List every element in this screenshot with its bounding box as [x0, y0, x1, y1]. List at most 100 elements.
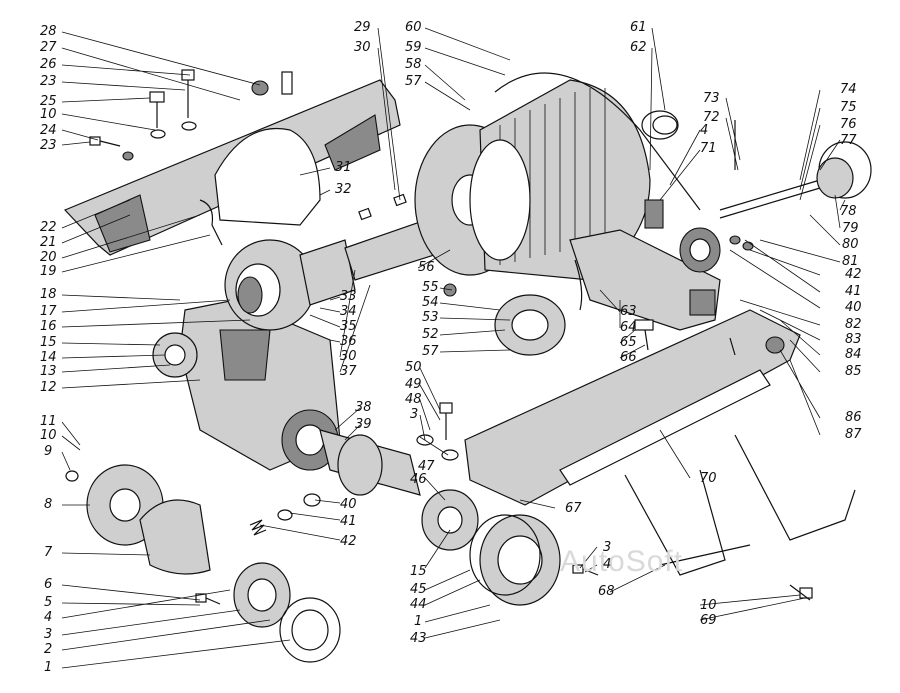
part-label: 8	[44, 497, 53, 512]
part-label: 48	[405, 392, 422, 407]
part-label: 19	[40, 264, 57, 279]
part-label: 60	[405, 20, 422, 35]
part-label: 71	[700, 141, 717, 156]
part-label: 78	[840, 204, 857, 219]
part-label: 15	[410, 564, 427, 579]
part-label: 14	[40, 350, 57, 365]
part-label: 54	[422, 295, 439, 310]
brake-drum	[86, 464, 211, 575]
part-label: 31	[335, 160, 352, 175]
leader-lines	[61, 27, 846, 669]
part-label: 79	[842, 221, 859, 236]
part-label: 74	[840, 82, 857, 97]
part-label: 57	[422, 344, 439, 359]
part-label: 55	[422, 280, 439, 295]
winch-drum	[414, 72, 701, 281]
part-label: 38	[355, 400, 372, 415]
part-label: 70	[700, 471, 717, 486]
part-label: 64	[620, 320, 637, 335]
part-label: 58	[405, 57, 422, 72]
part-label: 86	[845, 410, 862, 425]
part-label: 3	[44, 627, 53, 642]
part-label: 34	[340, 304, 357, 319]
part-label: 87	[845, 427, 862, 442]
part-label: 56	[418, 260, 435, 275]
part-label: 30	[354, 40, 371, 55]
part-label: 27	[40, 40, 57, 55]
part-label: 3	[410, 407, 419, 422]
part-label: 40	[845, 300, 862, 315]
part-label: 57	[405, 74, 422, 89]
part-label: 12	[40, 380, 57, 395]
part-label: 75	[840, 100, 857, 115]
part-label: 61	[630, 20, 647, 35]
part-label: 17	[40, 304, 57, 319]
part-label: 4	[44, 610, 53, 625]
part-label: 42	[845, 267, 862, 282]
part-label: 7	[44, 545, 53, 560]
part-label: 52	[422, 327, 439, 342]
part-label: 21	[40, 235, 57, 250]
mounting-straps	[624, 434, 856, 576]
part-label: 4	[700, 123, 709, 138]
part-label: 30	[340, 349, 357, 364]
part-label: 81	[842, 254, 859, 269]
right-small-parts	[641, 110, 872, 251]
part-label: 23	[40, 74, 57, 89]
bearing-cover	[469, 514, 561, 606]
part-label: 22	[40, 220, 57, 235]
part-label: 33	[340, 289, 357, 304]
part-label: 28	[40, 24, 57, 39]
part-label: 41	[845, 284, 862, 299]
part-label: 65	[620, 335, 637, 350]
part-label: 9	[44, 444, 53, 459]
part-label: 26	[40, 57, 57, 72]
part-label: 69	[700, 613, 717, 628]
part-label: 25	[40, 94, 57, 109]
base-frame	[464, 309, 801, 506]
part-label: 40	[340, 497, 357, 512]
part-label: 1	[44, 660, 53, 675]
part-label: 18	[40, 287, 57, 302]
part-label: 45	[410, 582, 427, 597]
part-label: 43	[410, 631, 427, 646]
part-label: 39	[355, 417, 372, 432]
clutch-coupling	[443, 283, 566, 356]
part-label: 49	[405, 377, 422, 392]
part-label: 13	[40, 364, 57, 379]
part-label: 59	[405, 40, 422, 55]
part-label: 72	[703, 110, 720, 125]
part-label: 20	[40, 250, 57, 265]
part-label: 6	[44, 577, 53, 592]
worm-gear	[224, 239, 356, 331]
springs-gaskets	[65, 402, 813, 663]
part-label: 4	[603, 557, 612, 572]
part-label: 35	[340, 319, 357, 334]
part-label: 5	[44, 595, 53, 610]
bolts-top-left	[89, 69, 293, 246]
part-label: 23	[40, 138, 57, 153]
part-label: 10	[40, 428, 57, 443]
output-shaft	[319, 429, 479, 551]
part-label: 2	[44, 642, 53, 657]
part-label: 10	[40, 107, 57, 122]
part-label: 63	[620, 304, 637, 319]
part-label: 68	[598, 584, 615, 599]
part-label: 11	[40, 414, 57, 429]
part-label: 53	[422, 310, 439, 325]
part-label: 1	[414, 614, 423, 629]
part-label: 80	[842, 237, 859, 252]
gearbox-housing	[152, 299, 341, 471]
part-label: 15	[40, 335, 57, 350]
part-label: 41	[340, 514, 357, 529]
part-label: 10	[700, 598, 717, 613]
part-label: 85	[845, 364, 862, 379]
part-label: 82	[845, 317, 862, 332]
part-label: 50	[405, 360, 422, 375]
part-label: 36	[340, 334, 357, 349]
part-label: 24	[40, 123, 57, 138]
part-label: 62	[630, 40, 647, 55]
part-label: 42	[340, 534, 357, 549]
part-label: 16	[40, 319, 57, 334]
